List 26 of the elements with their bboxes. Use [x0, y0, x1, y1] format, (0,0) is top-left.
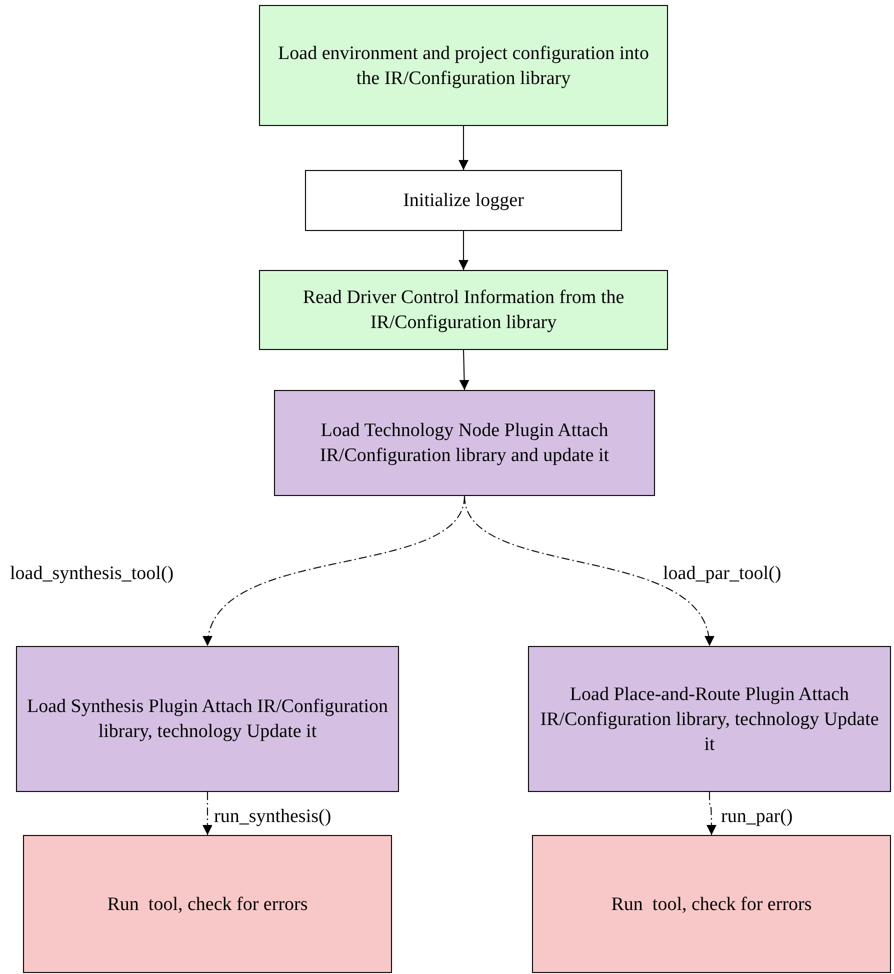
process-box [259, 5, 668, 126]
box-text: Load Technology Node Plugin Attach IR/Configuration library and update it [318, 419, 610, 468]
box-text: Read Driver Control Information from the IR/Configuration library [302, 286, 626, 335]
edge-label: run_par() [719, 806, 795, 828]
process-box [528, 646, 891, 792]
arrow [458, 230, 468, 270]
box-text: Initialize logger [403, 189, 524, 213]
box-text: Load Synthesis Plugin Attach IR/Configuration library, technology Update it [27, 695, 388, 744]
arrow [458, 126, 468, 170]
box-text: Run tool, check for errors [107, 892, 308, 916]
box-text: Run tool, check for errors [611, 892, 812, 916]
arrow [464, 496, 712, 646]
process-box [274, 390, 655, 496]
process-box [532, 835, 891, 973]
process-box [23, 835, 392, 973]
arrow [706, 792, 716, 836]
arrow [202, 792, 212, 836]
process-box [259, 270, 668, 350]
arrow [459, 350, 470, 390]
edge-label: load_par_tool() [661, 563, 784, 585]
box-text: Load Place-and-Route Plugin Attach IR/Configuration library, technology Update it [539, 682, 880, 756]
process-box [16, 646, 399, 792]
process-box [305, 170, 622, 231]
edge-label: load_synthesis_tool() [8, 563, 176, 585]
edge-label: run_synthesis() [212, 806, 334, 828]
box-text: Load environment and project configuration into the IR/Configuration library [277, 42, 650, 90]
